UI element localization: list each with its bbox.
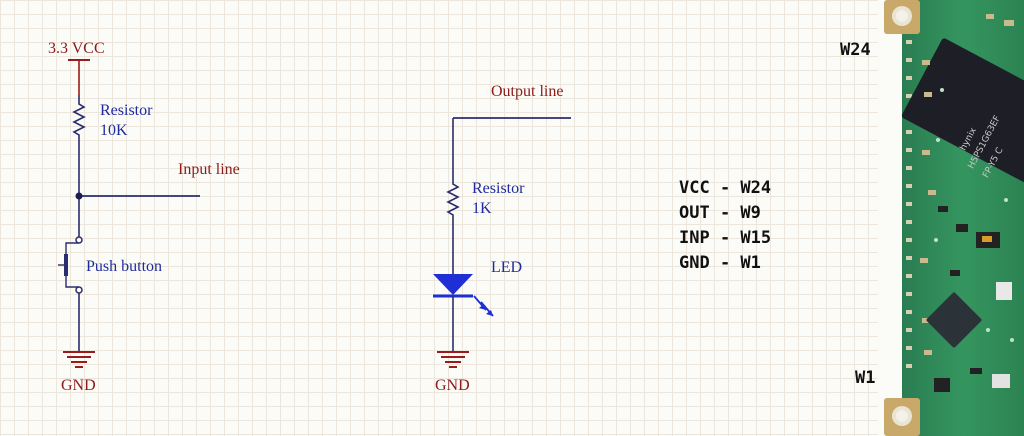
push-button-label: Push button (86, 258, 162, 275)
ground-label-right: GND (435, 377, 470, 394)
ground-label-left: GND (61, 377, 96, 394)
ground-symbol-left (63, 351, 95, 368)
silkscreen-vias (934, 88, 1014, 342)
qfn-chip (926, 292, 982, 348)
led-symbol (433, 274, 494, 317)
resistor-1k-symbol (446, 178, 460, 222)
resistor-10k-value: 10K (100, 122, 128, 139)
pin-label-bottom: W1 (855, 368, 876, 388)
resistor-10k-symbol (72, 95, 86, 142)
push-button-symbol (58, 236, 83, 294)
fpga-board-photo: hynix H5PS1G63EF FP-Y5 C (878, 0, 1024, 436)
pin-label-top: W24 (840, 40, 871, 60)
supply-symbol (68, 59, 90, 95)
junction-dot (75, 192, 83, 200)
pin-mapping-list: VCC - W24 OUT - W9 INP - W15 GND - W1 (679, 176, 771, 276)
supply-label: 3.3 VCC (48, 40, 105, 57)
ground-symbol-right (437, 351, 469, 368)
output-line-label: Output line (491, 83, 563, 100)
input-circuit: 3.3 VCC Resistor 10K Input line Push but… (48, 40, 240, 394)
input-line-label: Input line (178, 161, 240, 178)
pin-map-inp: INP - W15 (679, 228, 772, 248)
resistor-1k-label: Resistor (472, 180, 525, 197)
pin-map-gnd: GND - W1 (679, 253, 761, 273)
resistor-10k-label: Resistor (100, 102, 153, 119)
led-label: LED (491, 259, 522, 276)
mounting-hole-top (884, 0, 920, 34)
pin-map-vcc: VCC - W24 (679, 178, 772, 198)
mounting-hole-bottom (884, 398, 920, 436)
pin-map-out: OUT - W9 (679, 203, 761, 223)
resistor-1k-value: 1K (472, 200, 492, 217)
small-components (920, 14, 1014, 392)
output-circuit: Output line Resistor 1K LED GND (433, 83, 571, 394)
